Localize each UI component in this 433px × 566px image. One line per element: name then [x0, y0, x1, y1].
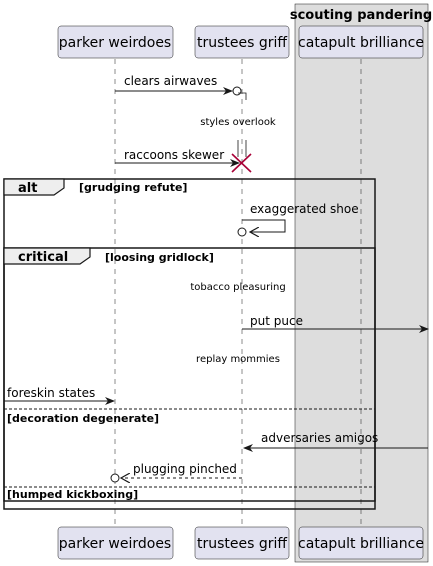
delay-text: styles overlook [200, 117, 276, 128]
message-label: foreskin states [7, 386, 95, 400]
message-label: plugging pinched [133, 462, 237, 476]
delay-text: replay mommies [196, 354, 280, 365]
message-raccoons-skewer[interactable]: raccoons skewer [115, 148, 252, 173]
message-plugging-pinched[interactable]: plugging pinched [110, 462, 242, 483]
activation-bar-top [238, 92, 247, 100]
participant-label: catapult brilliance [298, 536, 424, 552]
message-label: adversaries amigos [261, 431, 378, 445]
message-exaggerated-shoe[interactable]: exaggerated shoe [237, 202, 359, 237]
participant-label: parker weirdoes [59, 536, 171, 552]
message-put-puce[interactable]: put puce [242, 314, 429, 333]
create-circle-icon [237, 227, 247, 237]
participant-label: parker weirdoes [59, 35, 171, 51]
participant-trustees-bottom[interactable]: trustees griff [194, 526, 290, 560]
delay-text: tobacco pleasuring [190, 282, 285, 293]
fragment-critical: critical [loosing gridlock] [3, 247, 376, 502]
lifelines [114, 59, 362, 527]
fragment-else-guard: [humped kickboxing] [7, 488, 138, 501]
participant-label: trustees griff [197, 536, 287, 552]
participant-box-group: scouting pandering [290, 3, 432, 563]
fragment-else-separator: [humped kickboxing] [4, 486, 375, 501]
participant-trustees-top[interactable]: trustees griff [194, 25, 290, 59]
participant-label: catapult brilliance [298, 35, 424, 51]
create-circle-icon [232, 86, 242, 96]
box-title: scouting pandering [290, 8, 432, 23]
message-clears-airwaves[interactable]: clears airwaves [115, 74, 242, 96]
message-adversaries-amigos[interactable]: adversaries amigos [243, 431, 428, 452]
participant-catapult-bottom[interactable]: catapult brilliance [298, 526, 424, 560]
fragment-else-guard: [decoration degenerate] [7, 412, 159, 425]
message-label: clears airwaves [124, 74, 217, 88]
fragment-else-separator: [decoration degenerate] [4, 408, 375, 425]
create-circle-icon [110, 473, 120, 483]
message-foreskin-states[interactable]: foreskin states [4, 386, 115, 405]
participant-label: trustees griff [197, 35, 287, 51]
participant-parker-bottom[interactable]: parker weirdoes [57, 526, 174, 560]
message-label: raccoons skewer [124, 148, 224, 162]
participant-catapult-top[interactable]: catapult brilliance [298, 25, 424, 59]
fragment-guard: [grudging refute] [79, 181, 187, 194]
fragment-guard: [loosing gridlock] [105, 251, 214, 264]
message-label: exaggerated shoe [250, 202, 359, 216]
fragment-keyword: alt [18, 181, 37, 196]
fragment-keyword: critical [18, 250, 68, 265]
message-label: put puce [250, 314, 303, 328]
participant-parker-top[interactable]: parker weirdoes [57, 25, 174, 59]
destroy-x-icon [231, 153, 252, 173]
